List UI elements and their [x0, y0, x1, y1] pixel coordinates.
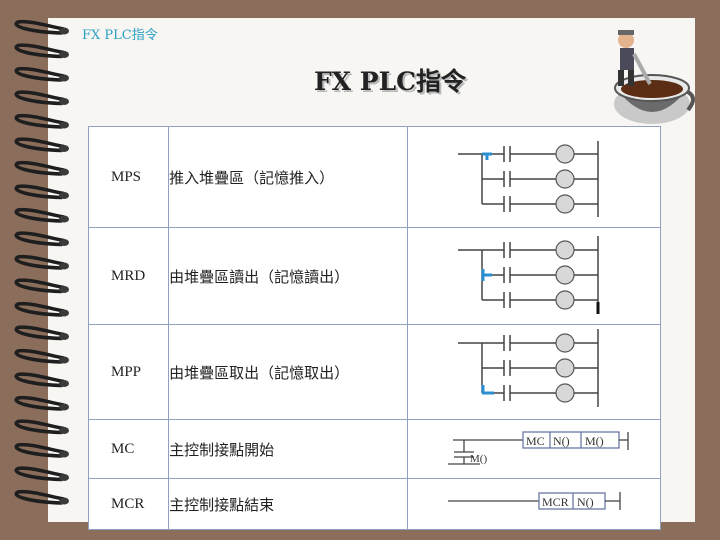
binder-ring	[14, 372, 65, 388]
mc-contact-label: M()	[470, 453, 487, 465]
binder-hole	[59, 168, 69, 176]
instruction-description: 主控制接點開始	[168, 419, 409, 479]
binder-ring	[14, 489, 65, 505]
instruction-code: MPS	[87, 126, 170, 228]
binder-ring	[14, 348, 65, 364]
binder-hole	[59, 262, 69, 270]
mc-ladder-icon: MC N() M() M()	[448, 431, 630, 465]
mpp-ladder-icon	[458, 329, 600, 407]
binder-ring	[14, 43, 65, 59]
ladder-diagram-mpp	[407, 324, 661, 420]
binder-ring	[14, 325, 65, 341]
ladder-diagram-mcr: MCR N()	[407, 478, 661, 530]
binder-ring	[14, 19, 65, 35]
table-row: MPP 由堆疊區取出（記憶取出）	[87, 324, 661, 420]
instruction-code: MRD	[87, 227, 170, 325]
ladder-diagram-mrd	[407, 227, 661, 325]
instruction-description: 由堆疊區讀出（記憶讀出）	[168, 227, 409, 325]
binder-ring	[14, 395, 65, 411]
binder-ring	[14, 278, 65, 294]
binder-ring	[14, 184, 65, 200]
binder-ring	[14, 254, 65, 270]
binder-hole	[59, 51, 69, 58]
binder-hole	[59, 497, 69, 505]
binder-ring	[14, 231, 65, 247]
binder-ring	[14, 466, 65, 482]
binder-ring	[14, 66, 65, 82]
instruction-description: 主控制接點結束	[168, 478, 409, 530]
binder-hole	[59, 450, 69, 458]
binder-hole	[59, 192, 69, 199]
spiral-binding	[14, 19, 69, 505]
binder-hole	[59, 74, 69, 82]
table-row: MRD 由堆疊區讀出（記憶讀出）	[87, 227, 661, 325]
mc-n-label: N()	[553, 434, 570, 448]
binder-hole	[59, 98, 69, 105]
mcr-instr-label: MCR	[542, 495, 569, 509]
mps-ladder-icon	[458, 141, 600, 217]
binder-hole	[59, 474, 69, 481]
binder-ring	[14, 442, 65, 458]
binder-hole	[59, 239, 69, 246]
mc-m-label: M()	[585, 434, 604, 448]
binder-ring	[14, 160, 65, 176]
mc-instr-label: MC	[526, 434, 545, 448]
binder-hole	[59, 309, 69, 317]
ladder-diagram-mps	[407, 126, 661, 228]
binder-hole	[59, 427, 69, 434]
binder-ring	[14, 113, 65, 129]
binder-hole	[59, 333, 69, 340]
binder-hole	[59, 286, 69, 293]
binder-ring	[14, 419, 65, 435]
instruction-code: MPP	[87, 324, 170, 420]
corner-title: FX PLC指令	[82, 28, 158, 43]
mrd-ladder-icon	[458, 236, 600, 314]
table-row: MPS 推入堆疊區（記憶推入）	[87, 126, 661, 228]
mcr-ladder-icon: MCR N()	[448, 492, 622, 510]
table-row: MC 主控制接點開始	[87, 419, 661, 479]
binder-ring	[14, 137, 65, 153]
binder-ring	[14, 90, 65, 106]
binder-hole	[59, 121, 69, 129]
binder-hole	[59, 27, 69, 35]
instruction-description: 由堆疊區取出（記憶取出）	[168, 324, 409, 420]
binder-ring	[14, 301, 65, 317]
coffee-cup-mascot-icon	[614, 30, 695, 124]
page-title: FX PLC指令	[313, 67, 467, 96]
instruction-table: MPS 推入堆疊區（記憶推入）	[87, 126, 661, 530]
ladder-diagram-mc: MC N() M() M()	[407, 419, 661, 479]
binder-hole	[59, 403, 69, 411]
table-row: MCR 主控制接點結束 MCR N()	[87, 478, 661, 530]
binder-hole	[59, 215, 69, 223]
instruction-code: MCR	[87, 478, 170, 530]
instruction-code: MC	[87, 419, 170, 479]
instruction-description: 推入堆疊區（記憶推入）	[168, 126, 409, 228]
binder-hole	[59, 145, 69, 152]
binder-hole	[59, 380, 69, 387]
binder-ring	[14, 207, 65, 223]
binder-hole	[59, 356, 69, 364]
mcr-n-label: N()	[577, 495, 594, 509]
